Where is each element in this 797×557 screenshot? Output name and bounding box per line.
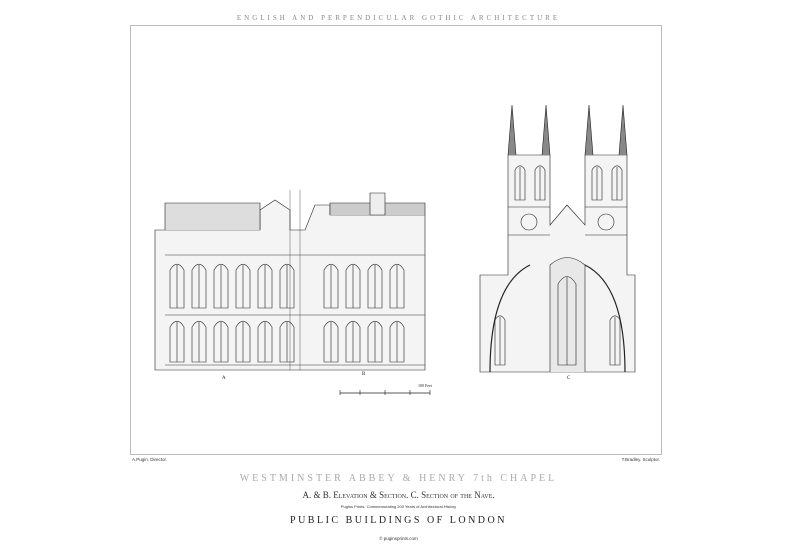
scale-label: 100 Feet — [418, 383, 433, 388]
window — [345, 263, 361, 309]
director-credit: A.Pugin. Director. — [132, 457, 168, 462]
window — [235, 320, 251, 363]
window — [494, 315, 506, 366]
tagline: Pugins Prints. Commemorating 200 Years o… — [340, 504, 457, 509]
window — [591, 165, 603, 201]
window — [213, 320, 229, 363]
copyright: © puginsprints.com — [379, 536, 418, 541]
series-title: PUBLIC BUILDINGS OF LONDON — [290, 515, 507, 526]
figure-label-c: C — [567, 376, 571, 381]
nave-section-c: C — [479, 104, 636, 381]
window — [323, 320, 339, 363]
window — [367, 320, 383, 363]
window — [191, 263, 207, 309]
window — [191, 320, 207, 363]
plate-header: ENGLISH AND PERPENDICULAR GOTHIC ARCHITE… — [236, 14, 561, 22]
window — [389, 320, 405, 363]
architectural-drawing: A B 100 Feet C — [154, 104, 636, 395]
window — [534, 165, 546, 201]
window — [169, 320, 185, 363]
window — [323, 263, 339, 309]
window — [213, 263, 229, 309]
window — [389, 263, 405, 309]
window — [257, 263, 273, 309]
window — [257, 320, 273, 363]
plate-subtitle: A. & B. Elevation & Section. C. Section … — [302, 490, 495, 500]
window — [169, 263, 185, 309]
window — [345, 320, 361, 363]
sculptor-credit: T.Bradley. Sculptor. — [621, 457, 660, 462]
window — [611, 165, 623, 201]
window — [279, 263, 295, 309]
window — [367, 263, 383, 309]
figure-label-a: A — [222, 376, 226, 381]
window — [514, 165, 526, 201]
plate-frame — [130, 25, 662, 455]
figure-label-b: B — [362, 372, 366, 377]
window — [557, 276, 577, 366]
elevation-section-ab: A B 100 Feet — [154, 190, 433, 395]
window — [609, 315, 621, 366]
window — [279, 320, 295, 363]
plate-title: WESTMINSTER ABBEY & HENRY 7th CHAPEL — [239, 473, 558, 484]
window — [235, 263, 251, 309]
